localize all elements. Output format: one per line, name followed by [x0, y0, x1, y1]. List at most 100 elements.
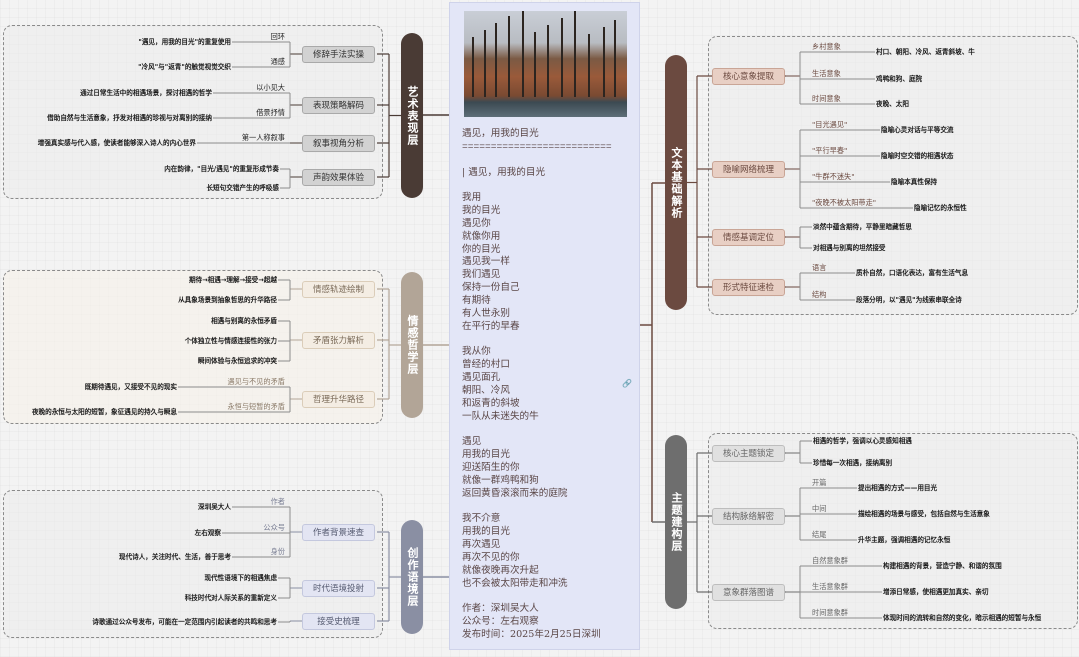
leaf-detail[interactable]: 科技时代对人际关系的重新定义	[184, 593, 277, 602]
subtopic-2-2[interactable]: 矛盾张力解析	[302, 331, 375, 349]
leaf-detail[interactable]: "冷风"与"返青"的触觉视觉交织	[138, 62, 231, 71]
leaf-detail[interactable]: 既期待遇见，又接受不见的现实	[84, 382, 177, 391]
subtopic-2-1[interactable]: 情感轨迹绘制	[302, 280, 375, 298]
leaf-label[interactable]: 永恒与短暂的矛盾	[227, 402, 285, 411]
leaf-label[interactable]: 结尾	[812, 530, 827, 539]
branch-4-topic[interactable]: 文本基础解析	[665, 55, 687, 310]
subtopic-4-4[interactable]: 形式特征速检	[712, 278, 785, 296]
poem-credit: 公众号：左右观察	[462, 616, 539, 628]
subtopic-4-1[interactable]: 核心意象提取	[712, 67, 785, 85]
central-topic-poem[interactable]: 遇见，用我的目光==========================| 遇见，用…	[449, 2, 640, 650]
tree-shape	[508, 16, 510, 97]
branch-2-topic[interactable]: 情感哲学层	[401, 272, 423, 418]
subtopic-3-1[interactable]: 作者背景速查	[302, 523, 375, 541]
subtopic-1-3[interactable]: 叙事视角分析	[302, 134, 375, 152]
leaf-detail[interactable]: 隐喻心灵对话与平等交流	[881, 125, 954, 134]
leaf-detail[interactable]: 内在韵律，"目光/遇见"的重复形成节奏	[164, 164, 279, 173]
branch-5-topic[interactable]: 主题建构层	[665, 435, 687, 609]
leaf-detail[interactable]: 鸡鸭和狗、庭院	[876, 74, 923, 83]
leaf-label[interactable]: 自然意象群	[812, 556, 848, 565]
leaf-label[interactable]: 通感	[270, 57, 285, 66]
subtopic-4-3[interactable]: 情感基调定位	[712, 228, 785, 246]
subtopic-1-4[interactable]: 声韵效果体验	[302, 168, 375, 186]
leaf-label[interactable]: "目光遇见"	[812, 120, 848, 129]
leaf-detail[interactable]: 淡然中蕴含期待，平静里暗藏哲思	[813, 222, 912, 231]
blank-line	[462, 590, 612, 603]
leaf-label[interactable]: 遇见与不见的矛盾	[227, 377, 285, 386]
leaf-label[interactable]: "夜晚不被太阳带走"	[812, 198, 877, 207]
leaf-detail[interactable]: 现代诗人，关注时代、生活，善于思考	[118, 552, 231, 561]
leaf-detail[interactable]: 增强真实感与代入感，使读者能够深入诗人的内心世界	[37, 138, 196, 147]
subtopic-1-1[interactable]: 修辞手法实操	[302, 45, 375, 63]
leaf-detail[interactable]: 相遇与别离的永恒矛盾	[211, 316, 277, 325]
poem-line: 曾经的村口	[462, 359, 510, 371]
leaf-label[interactable]: "平行早春"	[812, 146, 848, 155]
subtopic-2-3[interactable]: 哲理升华路径	[302, 390, 375, 408]
poem-line: 返回黄昏滚滚而来的庭院	[462, 487, 568, 499]
leaf-detail[interactable]: 瞬间体验与永恒追求的冲突	[197, 356, 277, 365]
leaf-detail[interactable]: 体现时间的流转和自然的变化，暗示相遇的短暂与永恒	[883, 613, 1042, 622]
subtopic-5-1[interactable]: 核心主题锁定	[712, 444, 785, 462]
leaf-label[interactable]: 时间意象群	[812, 608, 848, 617]
leaf-detail[interactable]: 描绘相遇的场景与感受，包括自然与生活意象	[858, 509, 990, 518]
subtopic-3-2[interactable]: 时代语境投射	[302, 579, 375, 597]
leaf-detail[interactable]: 借助自然与生活意象，抒发对相遇的珍视与对离别的接纳	[47, 113, 212, 122]
leaf-label[interactable]: 乡村意象	[812, 42, 841, 51]
leaf-detail[interactable]: 提出相遇的方式——用目光	[858, 483, 938, 492]
leaf-detail[interactable]: 现代性语境下的相遇焦虑	[204, 573, 277, 582]
leaf-label[interactable]: 借景抒情	[256, 108, 285, 117]
leaf-detail[interactable]: 增添日常感，使相遇更加真实、亲切	[883, 587, 989, 596]
leaf-label[interactable]: 结构	[812, 290, 827, 299]
leaf-label[interactable]: 生活意象群	[812, 582, 848, 591]
subtopic-1-2[interactable]: 表现策略解码	[302, 96, 375, 114]
leaf-detail[interactable]: "遇见，用我的目光"的重复使用	[138, 37, 231, 46]
leaf-label[interactable]: 第一人称叙事	[241, 133, 285, 142]
leaf-detail[interactable]: 夜晚的永恒与太阳的短暂，象征遇见的持久与瞬息	[31, 407, 177, 416]
branch-1-topic[interactable]: 艺术表现层	[401, 33, 423, 198]
link-icon[interactable]: 🔗	[622, 379, 632, 388]
leaf-detail[interactable]: 左右观察	[194, 528, 221, 537]
leaf-label[interactable]: 身份	[270, 547, 285, 556]
leaf-detail[interactable]: 构建相遇的背景，营造宁静、和谐的氛围	[883, 561, 1002, 570]
leaf-label[interactable]: 开篇	[812, 478, 827, 487]
leaf-detail[interactable]: 对相遇与别离的坦然接受	[813, 243, 886, 252]
leaf-label[interactable]: 时间意象	[812, 94, 841, 103]
leaf-detail[interactable]: 夜晚、太阳	[876, 99, 909, 108]
poem-line: 遇见我一样	[462, 256, 510, 268]
leaf-label[interactable]: 语言	[812, 263, 827, 272]
leaf-label[interactable]: 中间	[812, 504, 827, 513]
leaf-detail[interactable]: 珍惜每一次相遇，接纳离别	[813, 458, 893, 467]
leaf-label[interactable]: 作者	[270, 497, 285, 506]
leaf-detail[interactable]: 期待→相遇→理解→接受→超越	[188, 275, 277, 284]
leaf-detail[interactable]: 诗歌通过公众号发布，可能在一定范围内引起读者的共鸣和思考	[92, 617, 277, 626]
leaf-detail[interactable]: 段落分明，以"遇见"为线索串联全诗	[856, 295, 962, 304]
leaf-detail[interactable]: 个体独立性与情感连接性的张力	[184, 336, 277, 345]
leaf-detail[interactable]: 村口、朝阳、冷风、返青斜坡、牛	[876, 47, 975, 56]
subtopic-3-3[interactable]: 接受史梳理	[302, 612, 375, 630]
branch-3-topic[interactable]: 创作语境层	[401, 520, 423, 634]
leaf-label[interactable]: 生活意象	[812, 69, 841, 78]
poem-title: 遇见，用我的目光	[462, 128, 539, 139]
leaf-detail[interactable]: 从具象场景到抽象哲思的升华路径	[178, 295, 277, 304]
subtopic-5-3[interactable]: 意象群落图谱	[712, 583, 785, 601]
leaf-detail[interactable]: 质朴自然，口语化表达，富有生活气息	[856, 268, 969, 277]
leaf-label[interactable]: "牛群不迷失"	[812, 172, 855, 181]
subtopic-4-2[interactable]: 隐喻网络梳理	[712, 160, 785, 178]
leaf-detail[interactable]: 隐喻记忆的永恒性	[914, 203, 967, 212]
leaf-label[interactable]: 以小见大	[256, 83, 285, 92]
poem-line: 就像一群鸡鸭和狗	[462, 474, 539, 486]
leaf-detail[interactable]: 深圳吴大人	[198, 502, 231, 511]
leaf-detail[interactable]: 隐喻时空交错的相遇状态	[881, 151, 954, 160]
leaf-detail[interactable]: 长短句交错产生的呼吸感	[206, 183, 279, 192]
poem-line: 再次遇见	[462, 539, 501, 550]
tree-shape	[574, 11, 576, 97]
leaf-detail[interactable]: 通过日常生活中的相遇场景，探讨相遇的哲学	[80, 88, 212, 97]
leaf-label[interactable]: 公众号	[263, 523, 285, 532]
poem-line: 你的目光	[462, 243, 501, 255]
leaf-detail[interactable]: 隐喻本真性保持	[891, 177, 938, 186]
poem-text: 遇见，用我的目光==========================| 遇见，用…	[462, 128, 612, 642]
leaf-label[interactable]: 回环	[270, 32, 285, 41]
leaf-detail[interactable]: 升华主题，强调相遇的记忆永恒	[858, 535, 951, 544]
leaf-detail[interactable]: 相遇的哲学，强调以心灵感知相遇	[813, 436, 912, 445]
subtopic-5-2[interactable]: 结构脉络解密	[712, 507, 785, 525]
